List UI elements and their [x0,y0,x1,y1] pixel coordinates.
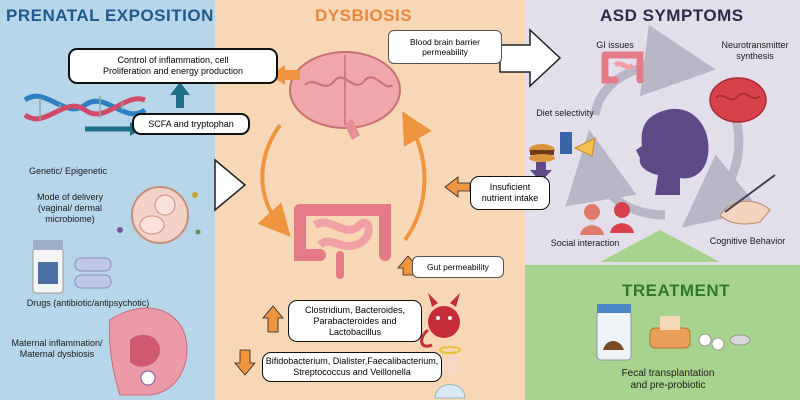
dna-icon [23,93,147,122]
maternal-line-2: Maternal dysbiosis [19,349,95,359]
fecal-line-2: and pre-probiotic [630,380,706,391]
delivery-line-3: microbiome) [45,214,95,224]
genetic-label: Genetic/ Epigenetic [28,166,108,176]
delivery-label: Mode of delivery (vaginal/ dermal microb… [20,192,120,225]
gut-label: Gut permeability [427,262,489,272]
fecal-line-1: Fecal transplantation [621,368,715,379]
gut-permeability-box: Gut permeability [412,256,504,278]
diet-arrow-icon [530,162,552,182]
maternal-line-1: Maternal inflammation/ [11,338,103,348]
increased-line-3: Lactobacillus [328,326,382,337]
decreased-bacteria-box: Bifidobacterium, Dialister,Faecalibacter… [262,352,442,382]
cognitive-behavior-label: Cognitive Behavior [709,236,786,246]
brain-icon [289,51,401,140]
control-line-2: Proliferation and energy production [102,66,244,76]
intestine-icon [294,204,391,279]
gi-issues-label: GI issues [596,40,634,50]
delivery-line-2: (vaginal/ dermal [37,203,103,213]
neuro-line-1: Neurotransmitter [721,40,789,50]
nutrient-line-2: nutrient intake [481,193,539,203]
dysbiosis-cycle-arrows [257,111,432,242]
increased-line-2: Parabacteroides and [313,315,397,326]
social-people-icon [580,202,634,235]
decreased-line-2: Streptococcus and Veillonella [293,367,411,377]
bbb-line-2: permeability [422,47,468,57]
bbb-permeability-box: Blood brain barrier permeability [388,30,502,64]
drugs-icon [32,240,112,294]
neuro-line-2: synthesis [736,51,774,61]
maternal-icon [109,307,188,396]
child-head-icon [636,108,709,195]
prenatal-title: PRENATAL EXPOSITION [6,6,214,25]
dysbiosis-title: DYSBIOSIS [315,6,413,25]
nutrient-intake-box: Insuficient nutrient intake [470,176,550,210]
control-inflammation-box: Control of inflammation, cell Proliferat… [68,48,278,84]
fetus-icon [117,186,201,244]
junk-food-icon [529,132,596,162]
decreased-line-1: Bifidobacterium, Dialister,Faecalibacter… [265,356,439,366]
treatment-pills-icon [649,316,751,351]
treatment-title: TREATMENT [622,281,731,300]
diet-selectivity-label: Diet selectivity [536,108,594,118]
drugs-label: Drugs (antibiotic/antipsychotic) [26,298,150,308]
maternal-label: Maternal inflammation/ Maternal dysbiosi… [2,338,112,360]
increased-bacteria-box: Clostridium, Bacteroides, Parabacteroide… [288,300,422,342]
treatment-jar-icon [596,304,632,361]
delivery-line-1: Mode of delivery [36,192,104,202]
panel-arrow-treatment-to-asd [600,230,720,262]
scfa-tryptophan-box: SCFA and tryptophan [132,113,250,135]
scfa-label: SCFA and tryptophan [148,118,234,129]
neuro-brain-icon [709,77,767,123]
angel-bacteria-icon [434,346,466,399]
panel-arrow-prenatal-to-dysbiosis [214,158,247,212]
nutrient-line-1: Insuficient [489,182,531,192]
bbb-line-1: Blood brain barrier [410,37,480,47]
writing-hand-icon [719,174,776,225]
asd-cycle-arrows [565,24,761,228]
devil-bacteria-icon [420,293,460,348]
gi-intestine-icon [601,51,644,84]
social-interaction-label: Social interaction [550,238,620,248]
asd-title: ASD SYMPTOMS [600,6,744,25]
control-line-1: Control of inflammation, cell [117,55,229,65]
increased-line-1: Clostridium, Bacteroides, [304,304,406,315]
neurotransmitter-label: Neurotransmitter synthesis [710,40,800,62]
panel-arrow-dysbiosis-to-asd [499,28,562,88]
fecal-transplant-label: Fecal transplantation and pre-probiotic [608,368,728,392]
